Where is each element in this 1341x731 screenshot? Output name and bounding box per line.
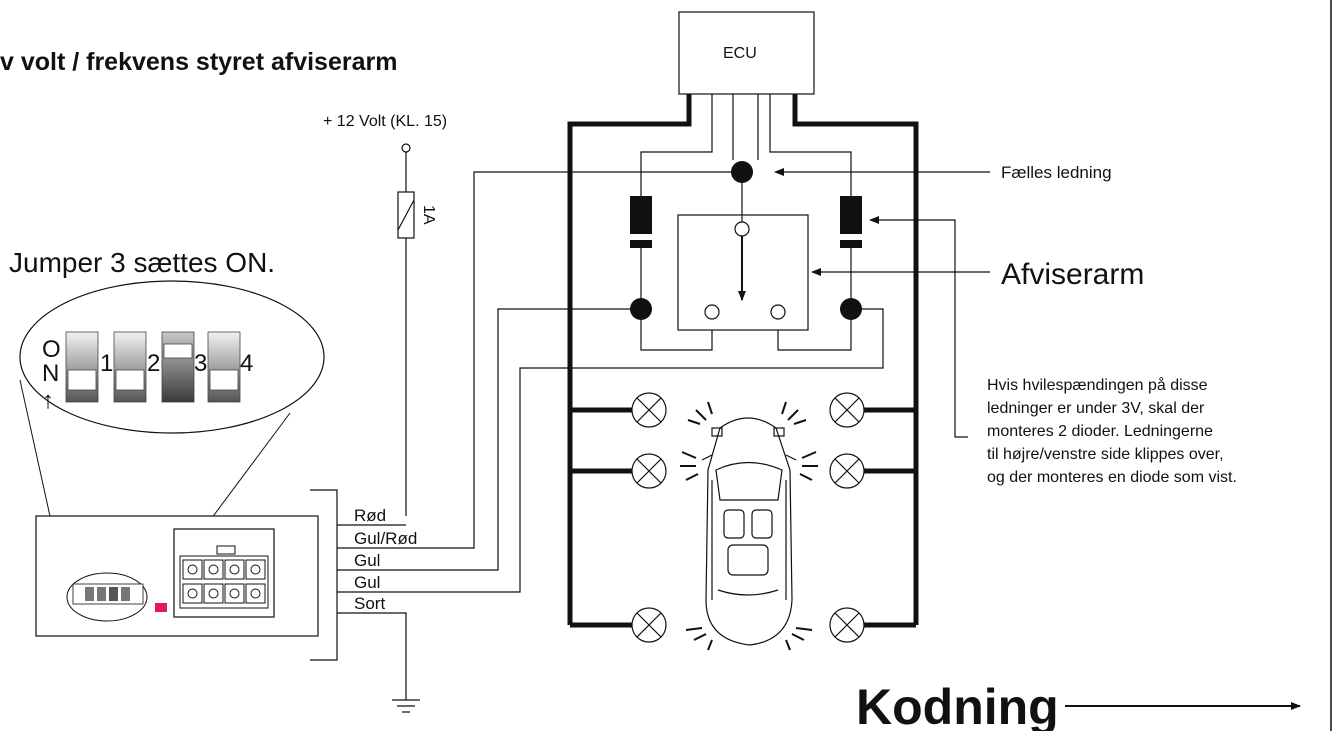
wire-label-yellow-2: Gul: [354, 573, 380, 592]
diagram-title: v volt / frekvens styret afviserarm: [0, 48, 397, 76]
right-junction: [840, 298, 862, 320]
wire-label-black: Sort: [354, 594, 385, 613]
wire-label-yellow-red: Gul/Rød: [354, 529, 417, 548]
ecu-label: ECU: [723, 45, 757, 62]
left-junction: [630, 298, 652, 320]
harness-outer: [567, 94, 919, 628]
control-module: [35, 489, 338, 661]
harness-inner: [640, 94, 852, 351]
arm-label: Afviserarm: [1001, 258, 1144, 291]
diode-pointer: [869, 216, 968, 438]
lamp-mid-right: [829, 453, 865, 489]
dip-on-letter-n: N: [42, 360, 59, 387]
diode-note-line-1: Hvis hvilespændingen på disse: [987, 376, 1208, 394]
dip-number-1: 1: [100, 350, 113, 377]
diode-note-line-4: til højre/venstre side klippes over,: [987, 446, 1224, 463]
dip-number-4: 4: [240, 350, 253, 377]
dip-switch-2: [113, 331, 147, 403]
ecu-box: [678, 11, 815, 95]
jumper-label: Jumper 3 sættes ON.: [9, 247, 275, 278]
ground-symbol: [392, 699, 420, 713]
lamp-mid-left: [631, 453, 667, 489]
wire-label-yellow-1: Gul: [354, 551, 380, 570]
dip-number-2: 2: [147, 350, 160, 377]
lamp-front-left: [631, 392, 667, 428]
diode-left: [630, 196, 652, 248]
wire-labels: Rød Gul/Rød Gul Gul Sort: [354, 506, 417, 613]
diode-note-line-5: og der monteres en diode som vist.: [987, 469, 1237, 486]
blink-rays: [680, 401, 818, 651]
diode-note-line-2: ledninger er under 3V, skal der: [987, 400, 1205, 417]
fuse-symbol: [397, 191, 415, 516]
status-led: [155, 603, 167, 612]
dip-number-3: 3: [194, 350, 207, 377]
fuse-label: 1A: [420, 205, 437, 225]
lamp-rear-right: [829, 607, 865, 643]
wire-label-red: Rød: [354, 506, 386, 525]
car-illustration: [701, 417, 797, 646]
supply-terminal: [401, 143, 411, 192]
common-wire-label: Fælles ledning: [1001, 163, 1112, 182]
diode-note-line-3: monteres 2 dioder. Ledningerne: [987, 423, 1213, 440]
dip-on-letter-o: O: [42, 336, 61, 363]
deflector-arm-switch: [677, 183, 809, 331]
dip-switch-3: [161, 331, 195, 403]
diode-right: [840, 196, 862, 248]
common-junction: [731, 161, 753, 183]
diode-note: Hvis hvilespændingen på disse ledninger …: [987, 376, 1237, 486]
lamp-front-right: [829, 392, 865, 428]
dip-switch-1: [65, 331, 99, 403]
dip-on-arrow: ↑: [42, 387, 54, 414]
lamp-rear-left: [631, 607, 667, 643]
supply-label: + 12 Volt (KL. 15): [323, 113, 447, 130]
dip-switch-zoom: O N ↑ 1 2 3 4: [19, 280, 325, 434]
kodning-heading: Kodning: [856, 679, 1059, 731]
lamps: [631, 392, 865, 643]
dip-switch-4: [207, 331, 241, 403]
